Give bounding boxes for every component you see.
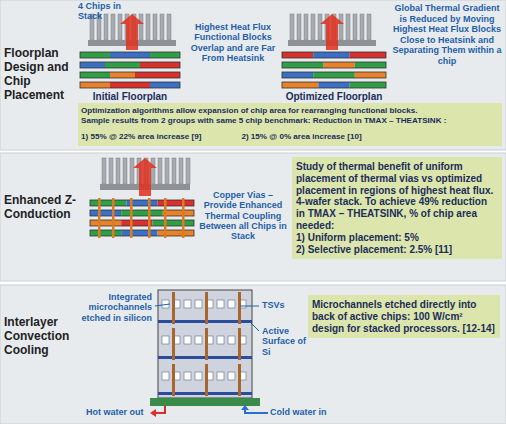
part-label: 4 Chips in Stack bbox=[78, 1, 134, 22]
note-text: 1) Uniform placement: 5% bbox=[296, 232, 498, 244]
note-text: Sample results from 2 groups with same 5… bbox=[81, 116, 499, 126]
chip-stack bbox=[282, 52, 386, 88]
note-text: 1) 55% @ 22% area increase [9] bbox=[81, 132, 201, 142]
heat-arrow bbox=[133, 158, 157, 196]
note-text: Study of thermal benefit of uniform plac… bbox=[296, 161, 498, 232]
note-box: Study of thermal benefit of uniform plac… bbox=[292, 157, 502, 259]
heat-arrow bbox=[120, 14, 144, 50]
part-label: Optimized Floorplan bbox=[282, 91, 386, 103]
part-label: Highest Heat Flux Functional Blocks Over… bbox=[186, 22, 280, 63]
note-box: Optimization algorithms allow expansion … bbox=[78, 103, 502, 146]
part-label: Hot water out bbox=[86, 407, 152, 417]
note-box: Microchannels etched directly into back … bbox=[308, 295, 500, 338]
microchannel-stack bbox=[150, 290, 260, 406]
section-title: Interlayer Convection Cooling bbox=[4, 315, 76, 357]
part-label: TSVs bbox=[262, 300, 302, 310]
section-title: Enhanced Z-Conduction bbox=[4, 193, 78, 221]
panel-ground bbox=[0, 285, 506, 424]
callout-box: Global Thermal Gradient is Reduced by Mo… bbox=[390, 2, 504, 68]
note-text: 2) Selective placement: 2.5% [11] bbox=[296, 244, 498, 256]
panel-ground bbox=[0, 0, 506, 150]
part-label: Integrated microchannels etched in silic… bbox=[76, 292, 152, 323]
cold-water-arrow bbox=[241, 405, 249, 410]
leader-lines bbox=[155, 304, 259, 331]
part-label: Initial Floorplan bbox=[80, 91, 180, 103]
hot-water-arrow bbox=[150, 409, 156, 417]
note-text: Optimization algorithms allow expansion … bbox=[81, 106, 499, 116]
note-text: Global Thermal Gradient is Reduced by Mo… bbox=[391, 3, 503, 67]
chip-stack bbox=[80, 52, 180, 88]
chip-stack bbox=[90, 198, 194, 238]
part-label: Cold water in bbox=[270, 407, 336, 417]
heat-arrow bbox=[320, 14, 344, 50]
panel-ground bbox=[0, 153, 506, 281]
part-label: Copper Vias – Provide Enhanced Thermal C… bbox=[198, 190, 288, 242]
section-band: Interlayer Convection Cooling Microchanne… bbox=[0, 285, 506, 424]
note-text: Microchannels etched directly into back … bbox=[312, 299, 496, 334]
hot-water-pipe bbox=[156, 406, 165, 413]
part-label: Active Surface of Si bbox=[262, 326, 306, 357]
section-title: Floorplan Design and Chip Placement bbox=[4, 46, 76, 103]
note-text: 2) 15% @ 0% area increase [10] bbox=[241, 132, 361, 142]
